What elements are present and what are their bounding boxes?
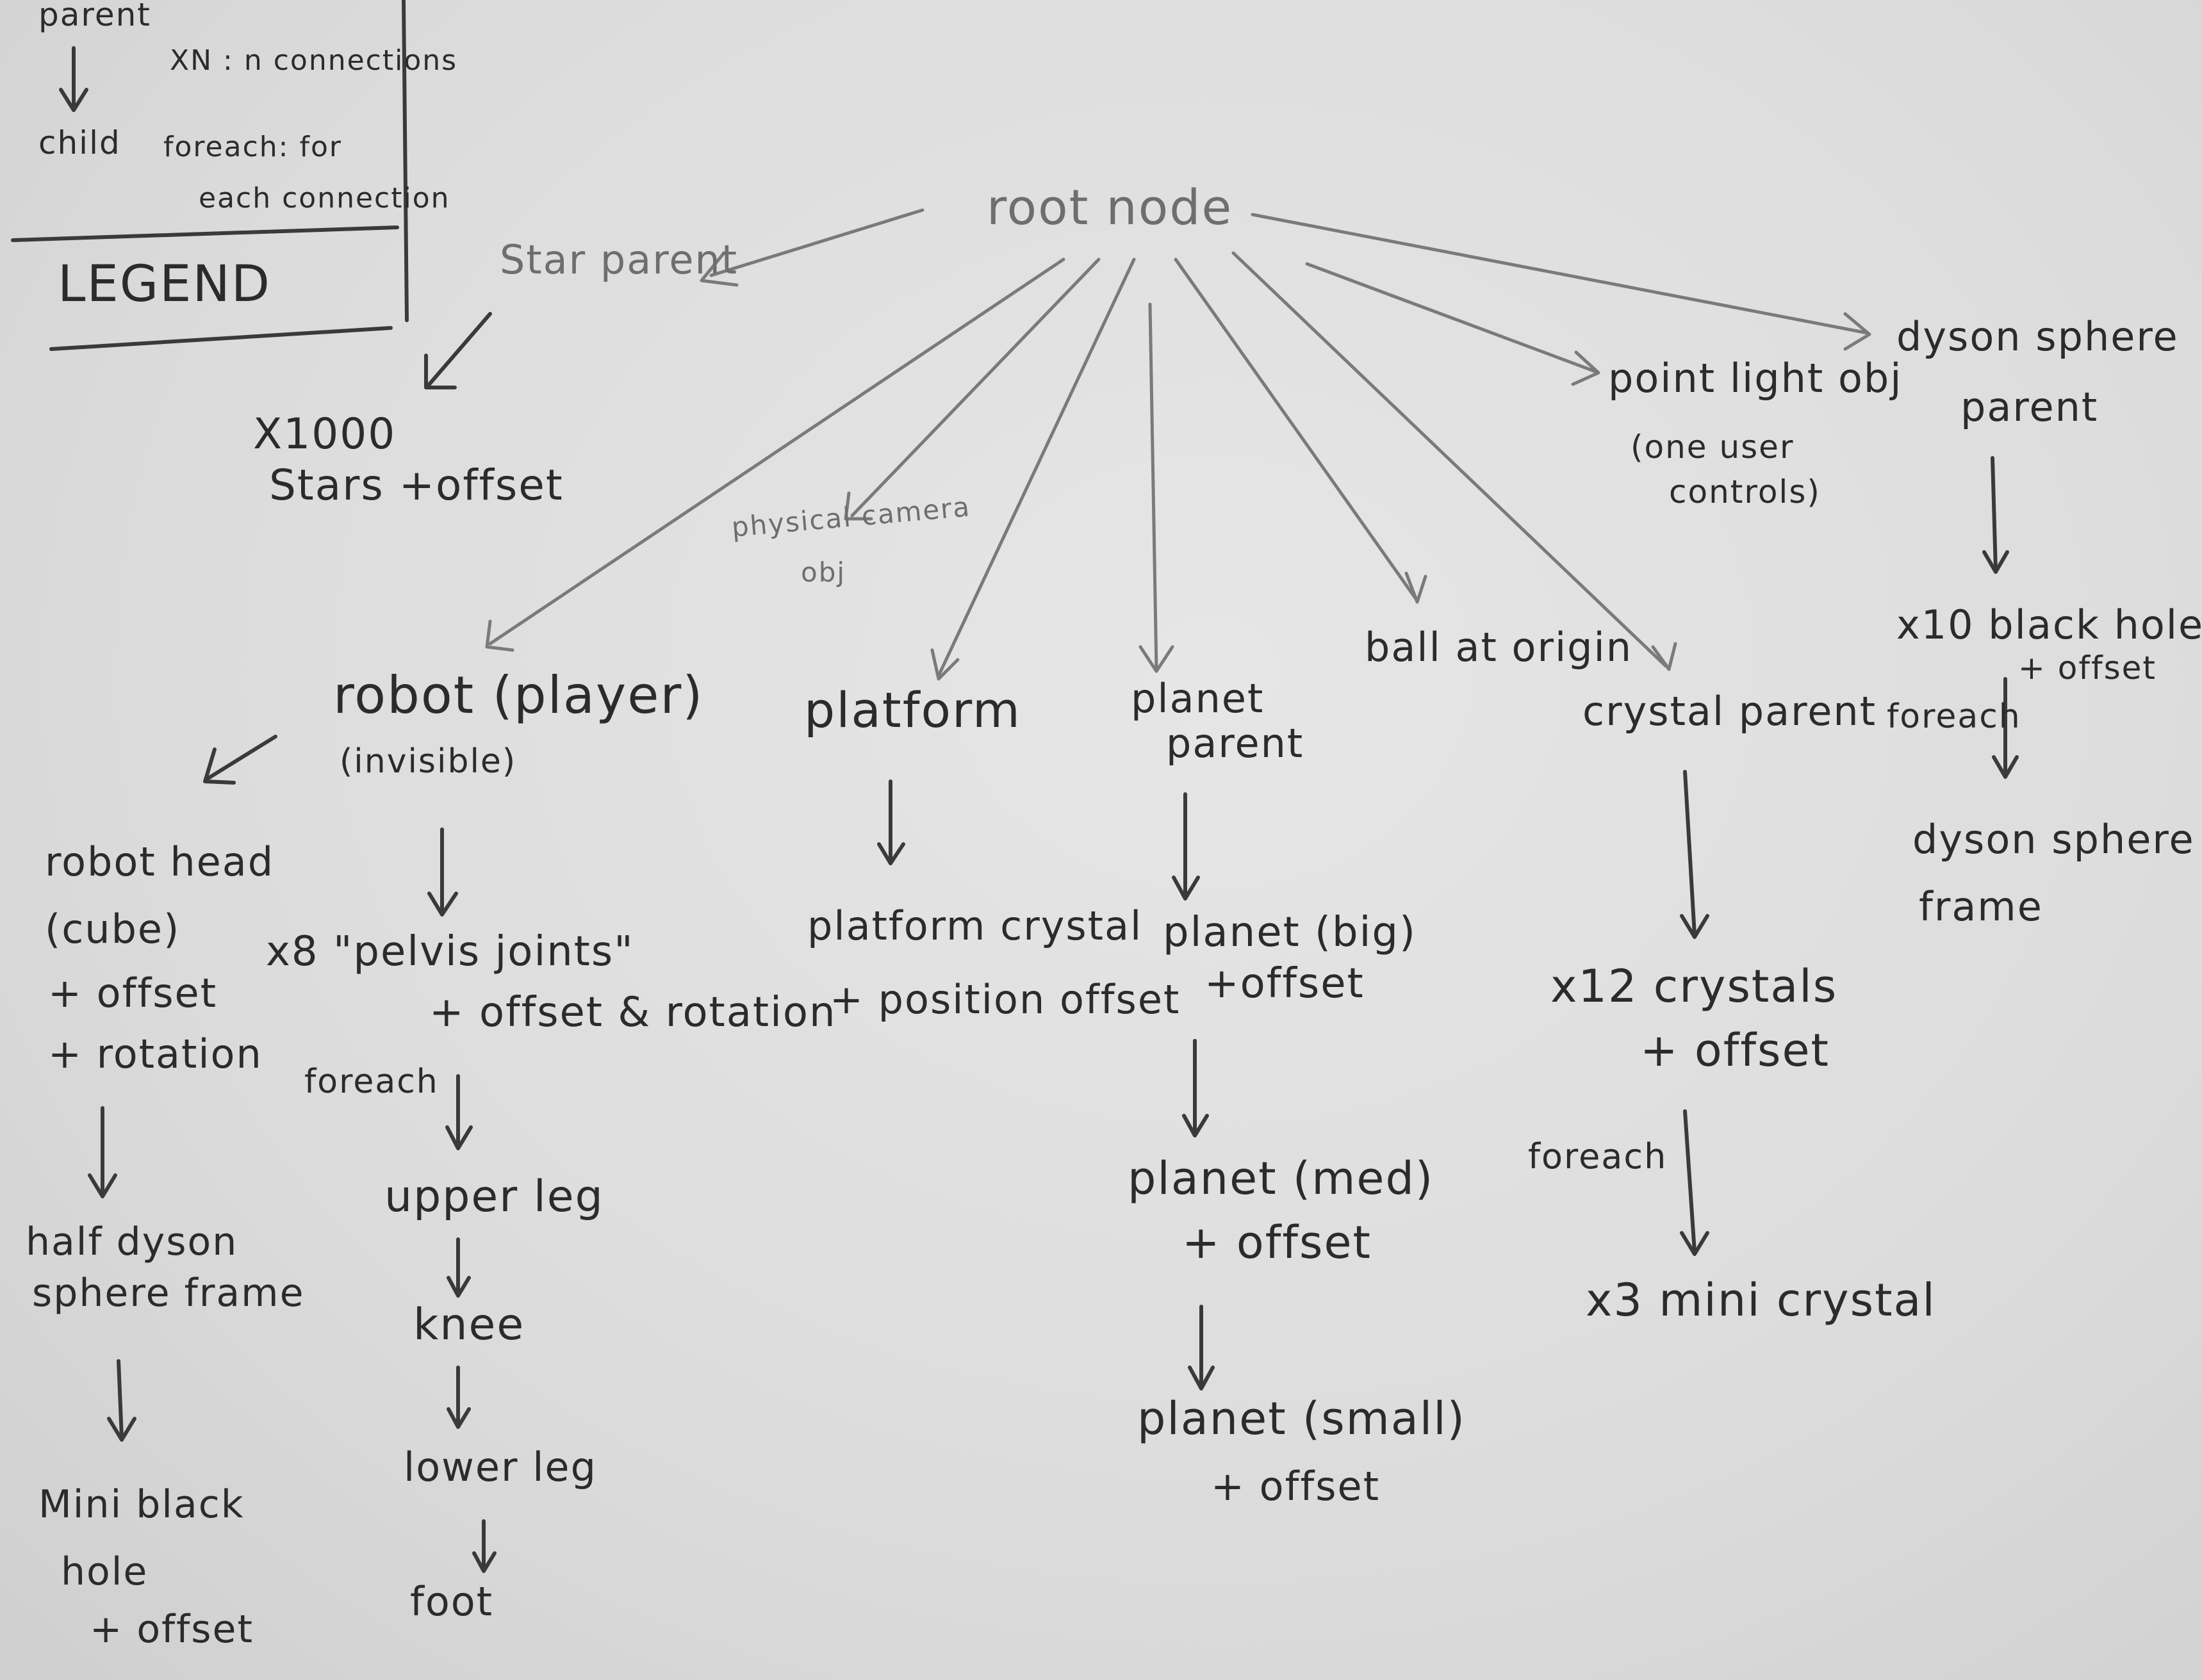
edge-robot-head [206, 735, 277, 780]
node-star-parent: Star parent [500, 236, 739, 283]
edge-crystalparent-crystals [1683, 770, 1697, 937]
node-robot-head-offset: + offset [48, 970, 217, 1016]
node-planet-big-offset: +offset [1204, 960, 1365, 1007]
node-robot-head-cube: (cube) [45, 906, 181, 952]
legend-underline [49, 326, 393, 351]
node-dyson-foreach: foreach [1887, 697, 2021, 736]
node-crystal-parent: crystal parent [1582, 688, 1877, 735]
node-foot: foot [410, 1578, 494, 1625]
node-black-hole: x10 black hole [1896, 601, 2202, 648]
node-lower-leg: lower leg [404, 1444, 597, 1490]
node-planet-med: planet (med) [1128, 1152, 1434, 1205]
node-half-dyson: half dyson [26, 1219, 238, 1264]
node-platform: platform [804, 681, 1021, 738]
edge-crystals-mini [1683, 1109, 1697, 1254]
node-mini-black-hole: Mini black [38, 1482, 245, 1527]
edge-root-platform [937, 257, 1136, 678]
node-planet-parent: planet [1131, 675, 1265, 722]
node-point-light-note-1: (one user [1631, 428, 1795, 466]
edge-dysonparent-blackhole [1991, 456, 1998, 572]
node-dyson-frame-2: frame [1919, 883, 2043, 930]
node-ball: ball at origin [1365, 624, 1633, 671]
legend-title: LEGEND [58, 256, 271, 313]
legend-foreach-text-1: foreach: for [163, 131, 342, 163]
edge-root-star [709, 208, 924, 277]
node-pelvis-offset: + offset & rotation [429, 989, 837, 1036]
node-mini-crystal: x3 mini crystal [1586, 1274, 1936, 1326]
node-camera-obj: obj [801, 557, 846, 588]
node-planet-small-offset: + offset [1211, 1463, 1380, 1510]
edge-root-ball [1174, 257, 1418, 601]
node-robot: robot (player) [333, 665, 704, 725]
legend-foreach-text-2: each connection [199, 182, 450, 215]
node-mini-black-hole-2: hole [61, 1549, 149, 1594]
node-mini-black-hole-offset: + offset [90, 1607, 254, 1652]
node-platform-crystal: platform crystal [807, 902, 1143, 949]
node-point-light: point light obj [1608, 355, 1903, 402]
node-planet-med-offset: + offset [1182, 1216, 1372, 1269]
node-stars: Stars +offset [269, 461, 564, 510]
legend-child-label: child [38, 124, 121, 161]
legend-divider [11, 225, 399, 242]
node-pelvis: x8 "pelvis joints" [266, 928, 634, 975]
node-knee: knee [413, 1300, 525, 1350]
node-crystals: x12 crystals [1550, 960, 1838, 1013]
node-planet-big: planet (big) [1163, 909, 1417, 956]
legend-parent-label: parent [38, 0, 151, 33]
node-point-light-note-2: controls) [1669, 473, 1821, 510]
node-dyson-parent: dyson sphere [1896, 313, 2179, 360]
node-black-hole-offset: + offset [2018, 649, 2157, 687]
node-robot-invisible: (invisible) [340, 742, 517, 781]
node-pelvis-foreach: foreach [304, 1063, 439, 1101]
node-dyson-parent-2: parent [1960, 384, 2099, 430]
edge-root-planet [1148, 302, 1158, 671]
legend-right-border [402, 0, 409, 322]
legend-xn-text: XN : n connections [170, 44, 458, 77]
node-dyson-frame: dyson sphere [1912, 816, 2195, 863]
node-robot-head-rotation: + rotation [48, 1031, 263, 1077]
edge-root-light [1305, 262, 1597, 373]
node-upper-leg: upper leg [384, 1171, 604, 1222]
edge-root-dyson [1251, 213, 1869, 335]
node-planet-small: planet (small) [1137, 1392, 1466, 1445]
legend: parent child XN : n connections foreach:… [0, 0, 456, 346]
node-half-dyson-2: sphere frame [32, 1271, 305, 1316]
edge-star-stars [427, 312, 492, 386]
node-platform-crystal-offset: + position offset [830, 976, 1181, 1023]
node-crystals-offset: + offset [1640, 1024, 1830, 1077]
edge-root-crystal [1231, 251, 1668, 668]
edge-root-camera [850, 257, 1101, 518]
node-robot-head: robot head [45, 838, 275, 885]
edge-root-robot [488, 257, 1065, 646]
node-root: root node [987, 179, 1233, 236]
node-crystal-foreach: foreach [1528, 1136, 1668, 1177]
node-stars-count: X1000 [253, 409, 397, 459]
edge-halfdyson-miniblack [117, 1359, 124, 1440]
node-planet-parent-2: parent [1166, 720, 1304, 767]
